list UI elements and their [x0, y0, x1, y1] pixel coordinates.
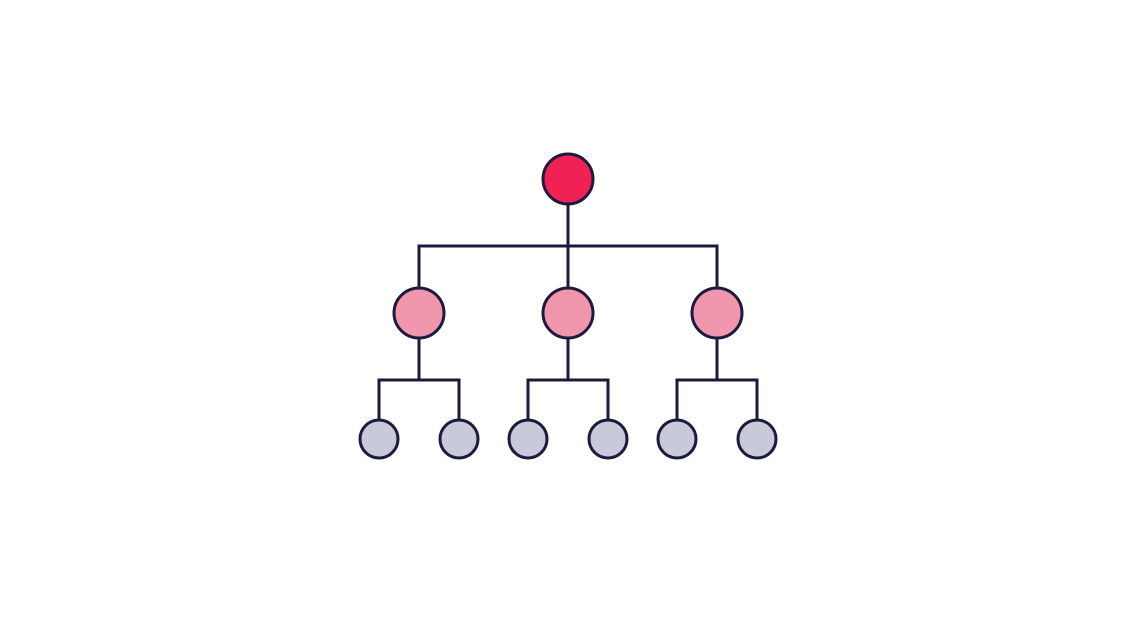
- level2-node-2-2: [587, 418, 629, 460]
- level2-node-3-1: [656, 418, 698, 460]
- connector-lines: [377, 202, 759, 422]
- level1-node-1: [392, 286, 446, 340]
- level2-node-3-2: [736, 418, 778, 460]
- tree-nodes: [358, 152, 778, 460]
- level1-node-2: [541, 286, 595, 340]
- level2-node-2-1: [507, 418, 549, 460]
- level2-node-1-1: [358, 418, 400, 460]
- level1-node-3: [690, 286, 744, 340]
- root-node: [541, 152, 595, 206]
- level2-node-1-2: [438, 418, 480, 460]
